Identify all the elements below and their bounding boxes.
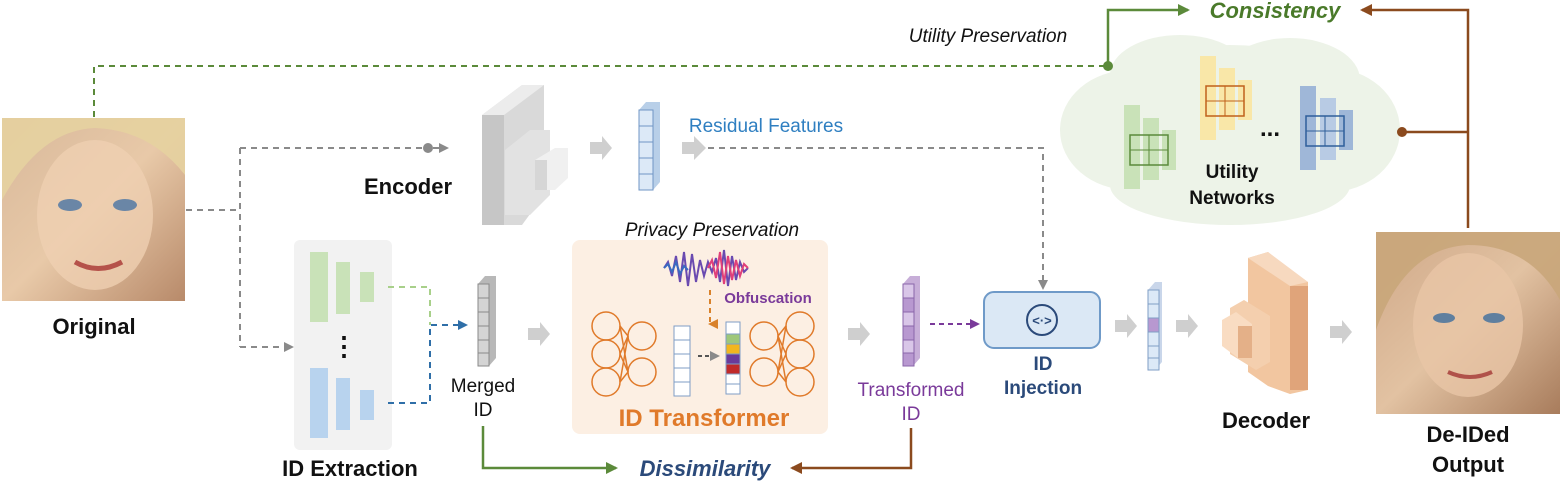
utility-preservation-label: Utility Preservation bbox=[909, 26, 1067, 47]
original-label: Original bbox=[52, 314, 135, 339]
residual-to-injection-path bbox=[708, 147, 1048, 290]
privacy-preservation-label: Privacy Preservation bbox=[625, 220, 799, 241]
output-consistency-path bbox=[1360, 4, 1470, 228]
transformed-id-vector bbox=[902, 276, 920, 367]
obfuscation-label: Obfuscation bbox=[724, 290, 812, 307]
encoder-label: Encoder bbox=[364, 174, 452, 199]
neural-network-icon bbox=[591, 311, 657, 397]
extraction-merge-paths bbox=[388, 286, 468, 404]
merged-id-label-line1: Merged bbox=[451, 376, 515, 397]
id-injection-label-line2: Injection bbox=[1004, 378, 1082, 399]
dissimilarity-paths bbox=[481, 426, 913, 474]
encoder-block-icon bbox=[482, 85, 568, 225]
output-face-image bbox=[1376, 232, 1560, 414]
utility-ellipsis: ... bbox=[1260, 115, 1280, 142]
decoder-label: Decoder bbox=[1222, 408, 1310, 433]
residual-features-label: Residual Features bbox=[689, 116, 843, 137]
transformed-id-label-line1: Transformed bbox=[858, 380, 965, 401]
utility-networks-label-line1: Utility bbox=[1206, 162, 1259, 183]
original-split-paths bbox=[186, 143, 449, 352]
residual-feature-vector bbox=[638, 102, 660, 191]
deided-output-label-line2: Output bbox=[1432, 452, 1505, 477]
noise-waveform-icon bbox=[663, 249, 749, 287]
transformed-id-label-line2: ID bbox=[902, 404, 921, 425]
decoder-block-icon bbox=[1222, 252, 1308, 394]
consistency-label: Consistency bbox=[1210, 0, 1343, 23]
neural-network-icon-right bbox=[749, 311, 815, 397]
flow-arrows bbox=[528, 136, 1352, 346]
original-face-image bbox=[2, 118, 185, 301]
transformer-latent-vector bbox=[673, 325, 691, 397]
extraction-vertical-dots: ⋮ bbox=[331, 331, 357, 361]
utility-network-icon bbox=[1124, 56, 1353, 189]
obfuscated-vector bbox=[725, 321, 741, 395]
id-injection-symbol: <·> bbox=[1032, 313, 1052, 328]
deided-output-label-line1: De-IDed bbox=[1426, 422, 1509, 447]
id-injection-box bbox=[983, 291, 1101, 349]
merged-id-label-line2: ID bbox=[474, 400, 493, 421]
id-injection-icon bbox=[1026, 304, 1058, 336]
id-extraction-panel bbox=[294, 240, 392, 450]
id-extraction-label: ID Extraction bbox=[282, 456, 418, 481]
merged-id-vector bbox=[477, 276, 496, 367]
id-transformer-label: ID Transformer bbox=[619, 405, 790, 432]
injected-vector bbox=[1147, 282, 1162, 371]
utility-networks-label-line2: Networks bbox=[1189, 188, 1275, 209]
dissimilarity-label: Dissimilarity bbox=[640, 456, 773, 481]
utility-preservation-path bbox=[93, 4, 1190, 117]
id-injection-label-line1: ID bbox=[1034, 354, 1053, 375]
